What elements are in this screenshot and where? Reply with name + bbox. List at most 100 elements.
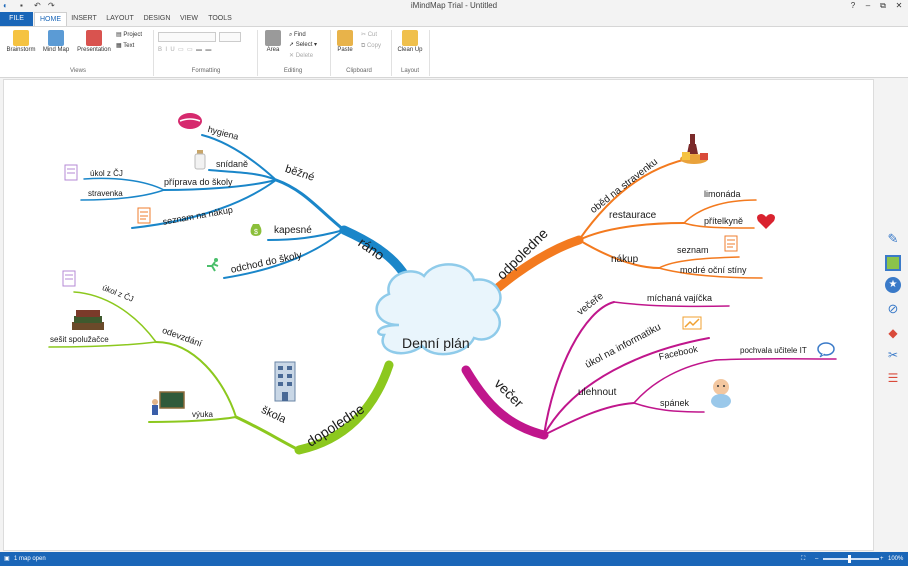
- tab-layout[interactable]: LAYOUT: [106, 15, 134, 22]
- right-tool-panel: ✎ ★ ⊘ ◆ ✂ ☰: [876, 79, 908, 551]
- formatting-group-label: Formatting: [191, 68, 221, 74]
- window-title: iMindMap Trial - Untitled: [410, 1, 498, 10]
- topic-seznam[interactable]: seznam: [677, 245, 709, 255]
- svg-text:$: $: [254, 229, 258, 236]
- zoom-slider-thumb[interactable]: [848, 555, 851, 563]
- topic-sesit[interactable]: sešit spolužačce: [50, 335, 109, 344]
- help-button[interactable]: ?: [850, 1, 856, 10]
- copy-button[interactable]: ⧉ Copy: [361, 43, 381, 49]
- close-button[interactable]: ✕: [895, 1, 903, 10]
- cleanup-button[interactable]: Clean Up: [394, 30, 426, 53]
- skola-branch: [234, 415, 301, 452]
- star-icon[interactable]: ★: [885, 277, 901, 293]
- food-drink-icon: [680, 134, 708, 164]
- central-topic[interactable]: Denní plán: [402, 335, 470, 351]
- tab-design[interactable]: DESIGN: [143, 15, 171, 22]
- presentation-label: Presentation: [77, 47, 111, 53]
- mindmap-branches: [48, 134, 837, 455]
- redo-icon[interactable]: ↷: [48, 1, 55, 10]
- copy-label: Copy: [366, 43, 381, 49]
- vecere-branch: [543, 301, 615, 436]
- topic-vajicka[interactable]: míchaná vajíčka: [647, 293, 713, 303]
- topic-spanek[interactable]: spánek: [660, 398, 690, 408]
- tab-insert[interactable]: INSERT: [71, 15, 97, 22]
- text-button[interactable]: ▦ Text: [116, 43, 135, 49]
- zoom-in-icon[interactable]: +: [880, 556, 884, 562]
- area-button[interactable]: Area: [263, 30, 283, 53]
- notebook-icon: [64, 164, 78, 181]
- image-icon[interactable]: [885, 255, 901, 271]
- title-bar: ◐ ▪ ↶ ↷ iMindMap Trial - Untitled ? – ⧉ …: [0, 0, 908, 12]
- cloud-shape: [375, 263, 502, 356]
- topic-limonada[interactable]: limonáda: [704, 189, 741, 199]
- dopoledne-main-branch: [294, 360, 394, 455]
- topic-stravenka[interactable]: stravenka: [88, 189, 123, 198]
- minimize-button[interactable]: –: [865, 1, 871, 10]
- teacher-blackboard-icon: [152, 391, 185, 415]
- font-size-select[interactable]: [219, 32, 241, 42]
- books-stack-icon: [72, 310, 104, 330]
- spanek-branch: [633, 402, 705, 413]
- topic-nakup[interactable]: nákup: [611, 254, 639, 265]
- seznam-nakup-branch: [131, 179, 277, 229]
- central-cloud: [375, 263, 502, 356]
- cut-button[interactable]: ✂ Cut: [361, 32, 378, 38]
- topic-kapesne[interactable]: kapesné: [274, 225, 312, 236]
- area-label: Area: [266, 47, 280, 53]
- kapesne-branch: [267, 229, 345, 241]
- select-button[interactable]: ➚ Select ▾: [289, 42, 318, 48]
- list-icon[interactable]: ☰: [887, 371, 899, 385]
- fit-screen-icon[interactable]: ⛶: [801, 556, 806, 562]
- tab-home[interactable]: HOME: [34, 12, 67, 26]
- select-label: Select: [295, 42, 313, 48]
- topic-pritelkyne[interactable]: přítelkyně: [704, 216, 744, 226]
- school-building-icon: [274, 361, 296, 402]
- separator: [429, 30, 430, 76]
- money-bag-icon: $: [250, 224, 262, 236]
- presentation-button[interactable]: Presentation: [74, 30, 114, 53]
- separator: [257, 30, 258, 76]
- format-buttons[interactable]: B I U ▭ ▭ ▬ ▬: [158, 47, 212, 53]
- priprava-branch: [163, 179, 277, 191]
- topic-pochvala[interactable]: pochvala učitele IT: [740, 346, 807, 355]
- shapes-icon[interactable]: ◆: [888, 326, 898, 340]
- mindmap-label: Mind Map: [42, 47, 70, 53]
- topic-ukol-cj-rano[interactable]: úkol z ČJ: [90, 169, 123, 178]
- topic-priprava[interactable]: příprava do školy: [164, 177, 233, 187]
- tab-file[interactable]: FILE: [0, 12, 33, 26]
- find-label: Find: [294, 32, 306, 38]
- delete-label: Delete: [295, 53, 314, 59]
- tab-tools[interactable]: TOOLS: [208, 15, 232, 22]
- undo-icon[interactable]: ↶: [34, 1, 41, 10]
- zoom-out-icon[interactable]: –: [815, 556, 819, 562]
- separator: [330, 30, 331, 76]
- zoom-slider[interactable]: [823, 558, 879, 560]
- sesit-branch: [48, 341, 157, 348]
- vyuka-branch: [148, 416, 237, 423]
- font-family-select[interactable]: [158, 32, 216, 42]
- save-icon[interactable]: ▪: [20, 1, 23, 10]
- topic-vyuka[interactable]: výuka: [192, 410, 213, 419]
- paste-button[interactable]: Paste: [334, 30, 356, 53]
- odchod-branch: [223, 229, 345, 279]
- delete-button[interactable]: ✕ Delete: [289, 53, 314, 59]
- mindmap-canvas[interactable]: Denní plán ráno běžné hygiena snídaně př…: [3, 79, 874, 551]
- tab-view[interactable]: VIEW: [180, 15, 198, 22]
- topic-stiny[interactable]: modré oční stíny: [680, 265, 747, 275]
- ukol-cj-rano-branch: [83, 177, 165, 191]
- find-button[interactable]: ⌕ Find: [289, 32, 306, 38]
- attachment-icon[interactable]: ⊘: [887, 301, 899, 316]
- clipboard-group-label: Clipboard: [346, 68, 372, 74]
- restore-button[interactable]: ⧉: [880, 1, 886, 10]
- chart-trend-icon: [682, 316, 702, 330]
- pencil-icon[interactable]: ✎: [887, 231, 899, 246]
- brainstorm-button[interactable]: Brainstorm: [4, 30, 38, 53]
- project-button[interactable]: ▤ Project: [116, 32, 143, 38]
- topic-restaurace[interactable]: restaurace: [609, 210, 657, 221]
- separator: [391, 30, 392, 76]
- topic-snidane[interactable]: snídaně: [216, 159, 249, 169]
- scissors-icon[interactable]: ✂: [887, 348, 899, 362]
- topic-ulehnout[interactable]: ulehnout: [578, 387, 617, 398]
- mindmap-button[interactable]: Mind Map: [40, 30, 72, 53]
